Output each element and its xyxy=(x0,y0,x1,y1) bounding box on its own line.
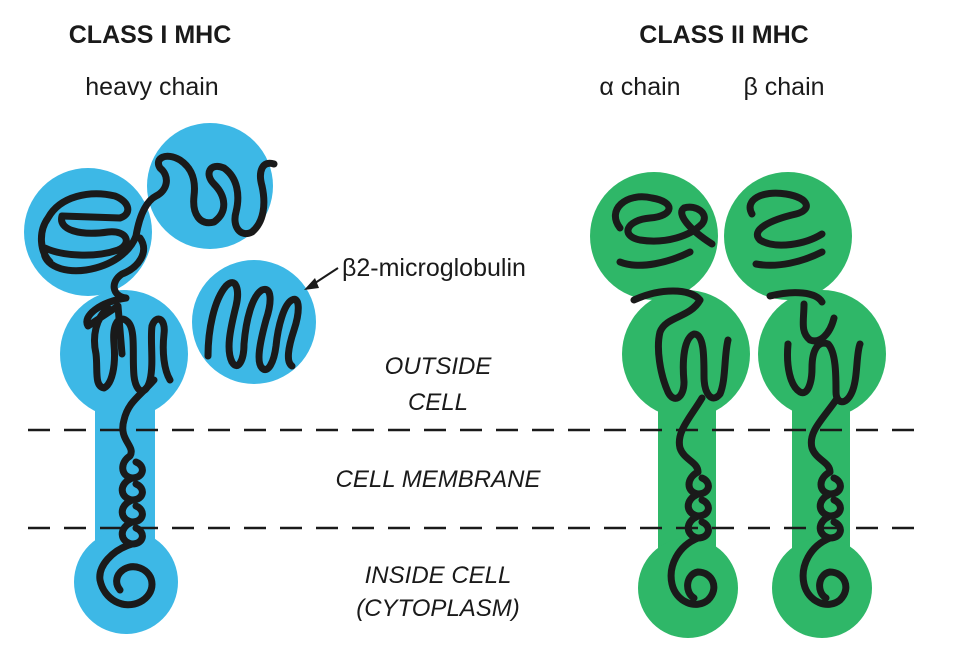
beta-chain-strand xyxy=(746,189,864,608)
beta-chain-beta2-domain xyxy=(758,290,886,418)
class1-title: CLASS I MHC xyxy=(69,21,232,49)
b2m-pointer xyxy=(304,267,339,290)
class1-cytoplasmic-tail xyxy=(74,530,178,634)
outside-cell-label-line2: CELL xyxy=(408,389,468,416)
beta-chain-label: β chain xyxy=(743,73,824,101)
outside-cell-label-line1: OUTSIDE xyxy=(385,353,493,380)
alpha-chain-label: α chain xyxy=(599,73,680,101)
class1-alpha2-domain xyxy=(147,123,273,249)
alpha-chain-strand xyxy=(611,193,732,608)
inside-cell-label-line2: (CYTOPLASM) xyxy=(356,595,520,622)
inside-cell-label-line1: INSIDE CELL xyxy=(365,562,512,589)
b2m-strand xyxy=(204,279,302,373)
class2-title: CLASS II MHC xyxy=(639,21,808,49)
b2-microglobulin-label: β2-microglobulin xyxy=(342,254,526,282)
class1-heavy-chain-strand xyxy=(38,152,278,609)
heavy-chain-label: heavy chain xyxy=(85,73,218,101)
beta-chain-beta1-domain xyxy=(724,172,852,300)
cell-membrane-label: CELL MEMBRANE xyxy=(336,466,542,493)
